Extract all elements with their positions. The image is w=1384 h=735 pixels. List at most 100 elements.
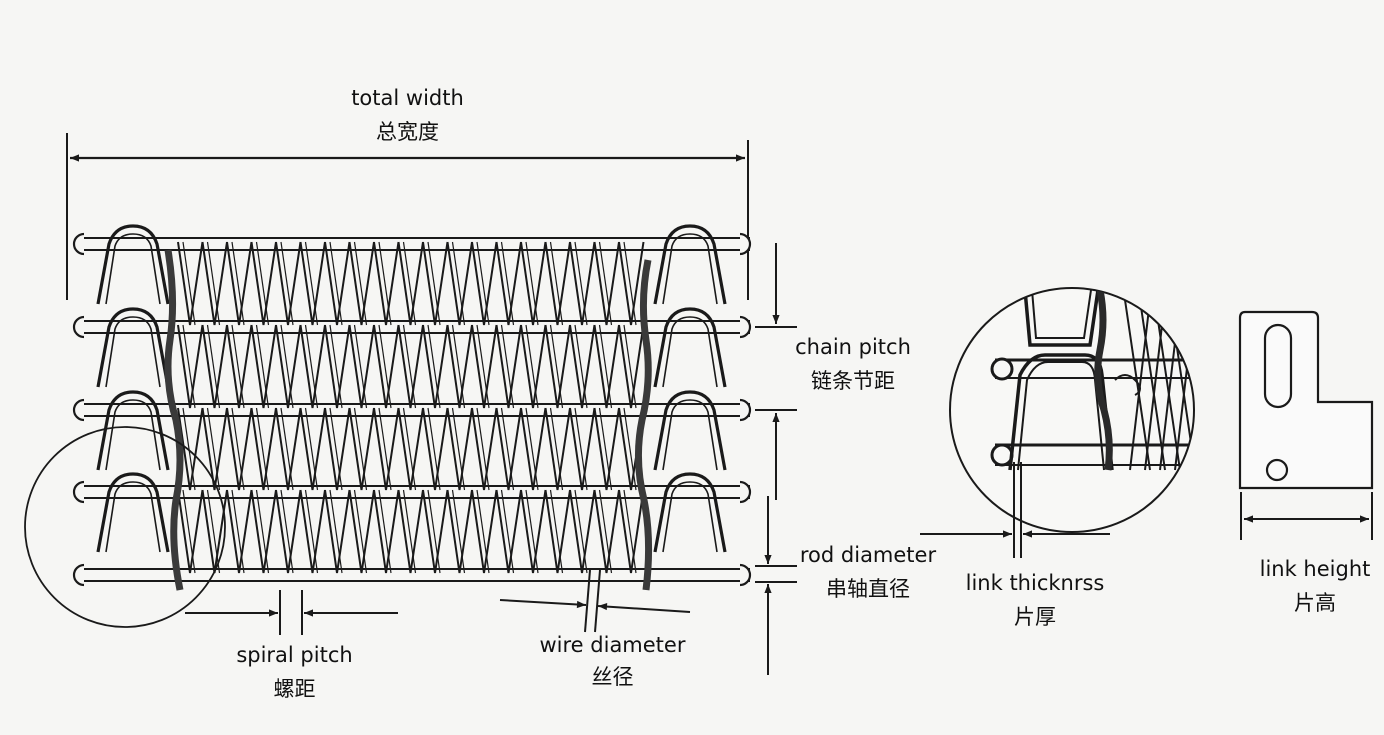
spiral-wire (373, 489, 400, 574)
spiral-wire (378, 407, 392, 491)
rod-end (739, 232, 752, 256)
chain-link (662, 316, 718, 388)
spiral-wire (422, 489, 449, 574)
spiral-wire (231, 407, 245, 491)
spiral-wire (525, 489, 539, 574)
spiral-wire (476, 407, 490, 491)
spiral-wire (476, 324, 490, 409)
spiral-wire (471, 324, 498, 409)
spiral-wire (250, 407, 277, 491)
rod-end (739, 480, 752, 504)
spiral-wire (525, 241, 539, 326)
spiral-wire (206, 324, 221, 409)
spiral-wire (378, 324, 392, 409)
spiral-wire (495, 241, 522, 326)
spiral-wire (201, 489, 228, 574)
rod-diameter-dimension (755, 496, 797, 675)
spiral-wire (618, 241, 645, 326)
chain-link (653, 224, 727, 305)
spiral-wire (593, 324, 620, 409)
chain-link (96, 307, 170, 388)
rod-end (72, 480, 85, 504)
link-height-cn: 片高 (1294, 591, 1336, 615)
spiral-wire (525, 324, 539, 409)
spiral-wire (329, 241, 343, 326)
spiral-wire (471, 241, 498, 326)
spiral-wire (397, 489, 424, 574)
wire-diameter-dimension (499, 569, 691, 633)
spiral-wire (451, 324, 466, 409)
total-width-en: total width (351, 86, 464, 110)
spiral-wire (275, 489, 302, 574)
spiral-wire (446, 241, 473, 326)
spiral-wire (201, 241, 228, 326)
spiral-wire (329, 324, 343, 409)
spiral-wire (549, 407, 564, 491)
chain-link (96, 390, 170, 471)
chain-link (96, 472, 170, 553)
spiral-wire (378, 489, 392, 574)
spiral-wire (226, 324, 253, 409)
rod-diameter-en: rod diameter (799, 543, 937, 567)
link-height-label: link height 片高 (1250, 556, 1380, 616)
spiral-pitch-en: spiral pitch (236, 643, 353, 667)
spiral-wire (397, 241, 424, 326)
spiral-wire (231, 324, 245, 409)
spiral-wire (544, 407, 571, 491)
spiral-wire (618, 489, 645, 574)
spiral-wire (500, 407, 515, 491)
spiral-wire (299, 407, 326, 491)
chain-link (105, 481, 161, 553)
spiral-wire (422, 324, 449, 409)
spiral-wire (544, 489, 571, 574)
spiral-wire (446, 489, 473, 574)
spiral-wire (427, 241, 441, 326)
chain-pitch-dimension (755, 243, 797, 500)
spiral-wire (569, 489, 596, 574)
spiral-wire (446, 407, 473, 491)
rod-diameter-cn: 串轴直径 (826, 577, 910, 601)
total-width-label: total width 总宽度 (330, 85, 485, 145)
spiral-wire (569, 241, 596, 326)
spiral-wire (569, 407, 596, 491)
spiral-wire (324, 407, 351, 491)
spiral-pitch-dimension (185, 590, 398, 635)
spiral-wire (495, 324, 522, 409)
spiral-wire (226, 489, 253, 574)
link-thickness-cn: 片厚 (1014, 605, 1056, 629)
spiral-wire (549, 241, 564, 326)
spiral-wire (231, 241, 245, 326)
spiral-wire (451, 241, 466, 326)
spiral-wire (623, 241, 637, 326)
spiral-wire (177, 324, 204, 409)
spiral-wire (280, 241, 294, 326)
spiral-wire (525, 407, 539, 491)
spiral-wire (353, 324, 368, 409)
spiral-wire (304, 407, 319, 491)
link-height-en: link height (1259, 557, 1371, 581)
spiral-wire (471, 407, 498, 491)
spiral-wire (549, 324, 564, 409)
rod-diameter-label: rod diameter 串轴直径 (793, 542, 943, 602)
spiral-wire (353, 489, 368, 574)
spiral-wire (544, 324, 571, 409)
spiral-wire (329, 407, 343, 491)
spiral-wire (593, 489, 620, 574)
chain-link (105, 399, 161, 471)
detail-circle-small (24, 426, 226, 628)
spiral-wire (353, 407, 368, 491)
spiral-wire (255, 241, 270, 326)
spiral-wire (304, 241, 319, 326)
spiral-wire (299, 241, 326, 326)
spiral-wire (250, 489, 277, 574)
spiral-wire (206, 241, 221, 326)
spiral-wire (623, 324, 637, 409)
spiral-wire (574, 241, 588, 326)
spiral-wire (373, 324, 400, 409)
spiral-wire (280, 489, 294, 574)
chain-link (96, 224, 170, 305)
spiral-wire (201, 407, 228, 491)
spiral-wire (451, 407, 466, 491)
spiral-pitch-label: spiral pitch 螺距 (222, 642, 367, 702)
spiral-wire (574, 324, 588, 409)
